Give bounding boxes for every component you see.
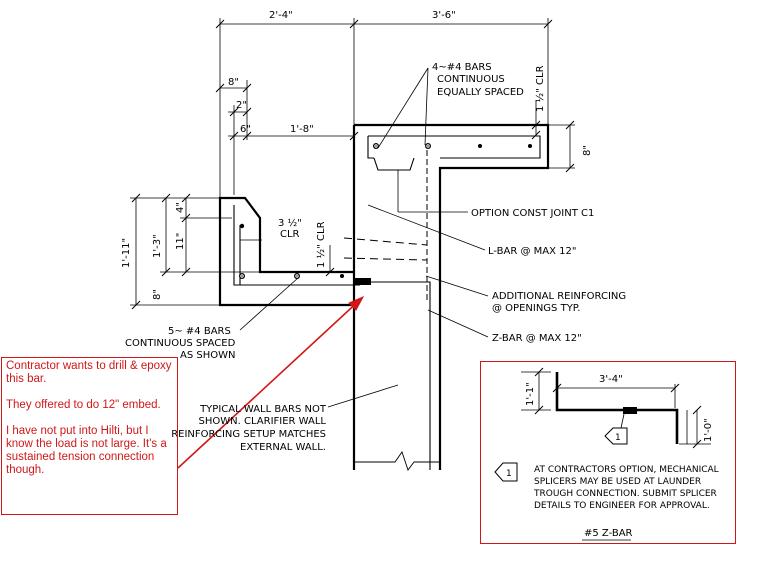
detail-note-line-1: AT CONTRACTORS OPTION, MECHANICAL bbox=[534, 465, 719, 475]
rebar-dot bbox=[239, 273, 245, 279]
dim-1-8: 1'-8" bbox=[290, 124, 314, 135]
l-bar-dashed bbox=[343, 237, 428, 246]
dim-6: 6" bbox=[240, 124, 251, 135]
label-4-bars-3: EQUALLY SPACED bbox=[437, 87, 524, 98]
dim-1-3: 1'-3" bbox=[152, 234, 163, 258]
slab-outline bbox=[354, 123, 550, 470]
rebar-dot bbox=[528, 144, 532, 148]
splicer-bar bbox=[355, 278, 371, 285]
rebar-dot bbox=[239, 223, 245, 229]
rebar-dot bbox=[373, 143, 379, 149]
dim-overall-right: 3'-6" bbox=[432, 10, 456, 21]
comment-paragraph-3: I have not put into Hilti, but I know th… bbox=[6, 425, 167, 476]
detail-dim-right: 1'-0" bbox=[703, 418, 714, 442]
detail-note-line-4: DETAILS TO ENGINEER FOR APPROVAL. bbox=[534, 501, 710, 511]
label-l-bar: L-BAR @ MAX 12" bbox=[488, 246, 576, 257]
comment-paragraph-2: They offered to do 12" embed. bbox=[6, 399, 161, 411]
label-5-bars-2: CONTINUOUS SPACED bbox=[125, 338, 236, 349]
rebar-dot bbox=[294, 273, 300, 279]
rebar-dot bbox=[425, 143, 431, 149]
rebar-dot bbox=[340, 274, 344, 278]
detail-note-line-2: SPLICERS MAY BE USED AT LAUNDER bbox=[534, 477, 701, 487]
z-bar-shape bbox=[555, 372, 679, 444]
label-4-bars-1: 4~#4 BARS bbox=[432, 62, 492, 73]
dim-8-bottom: 8" bbox=[152, 289, 163, 300]
wall-note-1: TYPICAL WALL BARS NOT bbox=[199, 404, 327, 415]
detail-title: #5 Z-BAR bbox=[584, 528, 633, 539]
break-line bbox=[354, 451, 440, 471]
detail-dim-left: 1'-1" bbox=[525, 382, 536, 406]
arrow-head bbox=[348, 295, 365, 311]
detail-dim-top: 3'-4" bbox=[599, 374, 623, 385]
dim-overall-left: 2'-4" bbox=[269, 10, 293, 21]
dim-11: 11" bbox=[175, 233, 186, 250]
label-z-bar: Z-BAR @ MAX 12" bbox=[492, 333, 582, 344]
comment-paragraph-1: Contractor wants to drill & epoxy this b… bbox=[6, 360, 172, 385]
z-bar bbox=[370, 281, 431, 470]
dim-clr-label: CLR bbox=[280, 229, 300, 240]
detail-callout-number: 1 bbox=[615, 433, 621, 443]
launder-outline bbox=[218, 196, 354, 307]
dim-1-11: 1'-11" bbox=[121, 238, 132, 268]
dim-4: 4" bbox=[175, 202, 186, 213]
label-const-joint: OPTION CONST JOINT C1 bbox=[471, 208, 594, 219]
callout-tag bbox=[604, 427, 628, 445]
detail-note-number: 1 bbox=[506, 469, 512, 479]
label-4-bars-2: CONTINUOUS bbox=[437, 74, 505, 85]
contractor-comment-box: Contractor wants to drill & epoxy this b… bbox=[1, 357, 178, 515]
note-tag bbox=[494, 462, 518, 482]
dim-clr-3-5: 3 ½" bbox=[278, 217, 302, 229]
dim-clr-mid: 1 ½" CLR bbox=[315, 221, 327, 268]
label-additional-1: ADDITIONAL REINFORCING bbox=[492, 291, 626, 302]
z-bar-detail-drawing: 3'-4" 1'-1" 1'-0" 1 1 AT CONTRACTORS OPT… bbox=[494, 367, 719, 541]
label-additional-2: @ OPENINGS TYP. bbox=[492, 303, 580, 314]
top-bar bbox=[368, 135, 541, 159]
comment-arrow bbox=[177, 297, 363, 469]
label-5-bars-3: AS SHOWN bbox=[180, 350, 235, 361]
rebar-dot bbox=[478, 144, 482, 148]
z-bar-detail-box: 3'-4" 1'-1" 1'-0" 1 1 AT CONTRACTORS OPT… bbox=[480, 361, 736, 544]
wall-note-3: REINFORCING SETUP MATCHES bbox=[171, 429, 326, 440]
const-joint bbox=[373, 157, 415, 171]
dim-clr-top: 1 ½" CLR bbox=[534, 65, 546, 112]
label-5-bars-1: 5~ #4 BARS bbox=[168, 326, 231, 337]
dim-8: 8" bbox=[228, 77, 239, 88]
dim-8-top: 8" bbox=[582, 145, 593, 156]
wall-note-2: SHOWN. CLARIFIER WALL bbox=[199, 416, 327, 427]
dim-2: 2" bbox=[236, 100, 247, 111]
wall-note-4: EXTERNAL WALL. bbox=[240, 442, 326, 453]
detail-note-line-3: TROUGH CONNECTION. SUBMIT SPLICER bbox=[533, 489, 717, 499]
launder-bar bbox=[233, 205, 360, 286]
